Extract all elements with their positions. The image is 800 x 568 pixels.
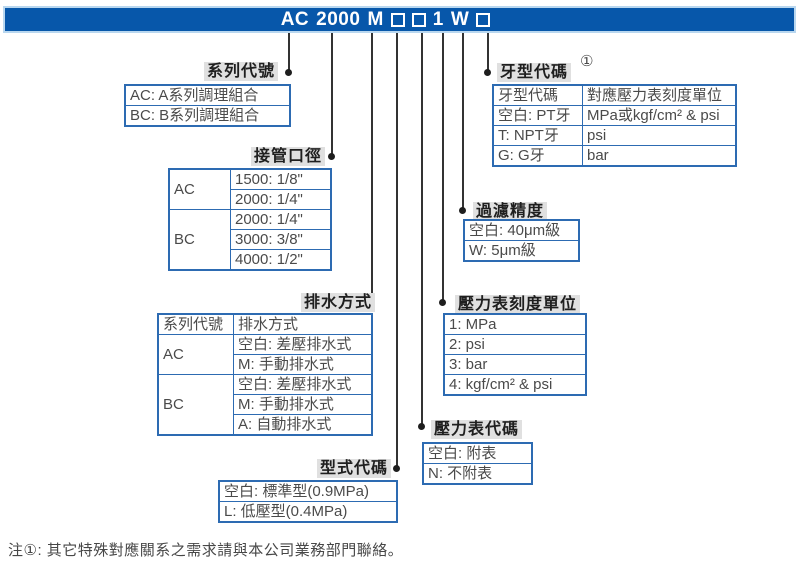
connector-dot xyxy=(328,153,335,160)
type-code-table: 空白: 標準型(0.9MPa) L: 低壓型(0.4MPa) xyxy=(218,480,398,523)
drain-type-table: 系列代號 排水方式 AC 空白: 差壓排水式 M: 手動排水式 BC 空白: 差… xyxy=(157,313,373,436)
gauge-code-table: 空白: 附表 N: 不附表 xyxy=(422,442,533,485)
section-label-port-size: 接管口徑 xyxy=(251,147,326,166)
connector-dot xyxy=(285,69,292,76)
model-segment-size: 2000 xyxy=(316,8,361,30)
table-cell: psi xyxy=(582,125,736,146)
connector-line xyxy=(442,33,444,301)
connector-line xyxy=(396,33,398,467)
table-cell: 1500: 1/8" xyxy=(230,169,331,190)
table-cell: BC xyxy=(169,209,231,270)
table-cell: 空白: 40μm級 xyxy=(464,220,579,241)
placeholder-box xyxy=(476,12,491,27)
table-cell: M: 手動排水式 xyxy=(233,394,372,415)
table-cell: bar xyxy=(582,145,736,166)
table-cell: 空白: 附表 xyxy=(423,443,532,464)
section-label-series-code: 系列代號 xyxy=(204,62,279,81)
connector-line xyxy=(288,33,290,71)
model-segment-unit: 1 xyxy=(432,8,444,30)
table-header-cell: 系列代號 xyxy=(158,314,234,335)
table-cell: 空白: PT牙 xyxy=(493,105,583,126)
table-cell: N: 不附表 xyxy=(423,463,532,484)
table-cell: T: NPT牙 xyxy=(493,125,583,146)
connector-dot xyxy=(484,69,491,76)
footnote-ref-marker: ① xyxy=(580,53,594,70)
section-label-drain-type: 排水方式 xyxy=(301,293,376,312)
section-label-type-code: 型式代碼 xyxy=(317,459,392,478)
placeholder-box xyxy=(411,12,426,27)
table-cell: M: 手動排水式 xyxy=(233,354,372,375)
placeholder-box xyxy=(390,12,405,27)
filtration-table: 空白: 40μm級 W: 5μm級 xyxy=(463,219,580,262)
table-header-cell: 對應壓力表刻度單位 xyxy=(582,85,736,106)
table-cell: 空白: 差壓排水式 xyxy=(233,374,372,395)
table-cell: AC: A系列調理組合 xyxy=(125,85,290,106)
table-cell: 空白: 差壓排水式 xyxy=(233,334,372,355)
connector-dot xyxy=(459,207,466,214)
model-segment-filtration: W xyxy=(450,8,470,30)
table-cell: AC xyxy=(169,169,231,210)
table-header-cell: 排水方式 xyxy=(233,314,372,335)
model-code-title: AC 2000 M 1 W xyxy=(5,8,794,31)
section-label-gauge-code: 壓力表代碼 xyxy=(431,420,523,439)
model-code-header: AC 2000 M 1 W xyxy=(3,6,796,33)
table-cell: 1: MPa xyxy=(444,314,586,335)
port-size-table: AC 1500: 1/8" 2000: 1/4" BC 2000: 1/4" 3… xyxy=(168,168,332,271)
section-label-thread-code: 牙型代碼 xyxy=(497,63,572,82)
table-cell: 4000: 1/2" xyxy=(230,249,331,270)
table-cell: L: 低壓型(0.4MPa) xyxy=(219,501,397,522)
table-cell: BC xyxy=(158,374,234,435)
table-cell: W: 5μm級 xyxy=(464,240,579,261)
thread-code-table: 牙型代碼 對應壓力表刻度單位 空白: PT牙 MPa或kgf/cm² & psi… xyxy=(492,84,737,167)
section-label-gauge-unit: 壓力表刻度單位 xyxy=(455,295,581,314)
table-cell: 3: bar xyxy=(444,354,586,375)
table-header-cell: 牙型代碼 xyxy=(493,85,583,106)
gauge-unit-table: 1: MPa 2: psi 3: bar 4: kgf/cm² & psi xyxy=(443,313,587,396)
table-cell: 4: kgf/cm² & psi xyxy=(444,374,586,395)
table-cell: 空白: 標準型(0.9MPa) xyxy=(219,481,397,502)
table-cell: A: 自動排水式 xyxy=(233,414,372,435)
connector-dot xyxy=(393,465,400,472)
series-code-table: AC: A系列調理組合 BC: B系列調理組合 xyxy=(124,84,291,127)
footnote-text: 注①: 其它特殊對應關系之需求請與本公司業務部門聯絡。 xyxy=(8,542,404,559)
connector-line xyxy=(371,33,373,301)
table-cell: 3000: 3/8" xyxy=(230,229,331,250)
table-cell: 2000: 1/4" xyxy=(230,209,331,230)
table-cell: 2000: 1/4" xyxy=(230,189,331,210)
connector-line xyxy=(487,33,489,71)
table-cell: G: G牙 xyxy=(493,145,583,166)
connector-line xyxy=(421,33,423,425)
connector-dot xyxy=(418,423,425,430)
table-cell: 2: psi xyxy=(444,334,586,355)
connector-line xyxy=(331,33,333,155)
table-cell: MPa或kgf/cm² & psi xyxy=(582,105,736,126)
table-cell: AC xyxy=(158,334,234,375)
section-label-filtration: 過濾精度 xyxy=(473,202,548,221)
connector-dot xyxy=(439,299,446,306)
model-segment-drain: M xyxy=(367,8,384,30)
connector-line xyxy=(462,33,464,209)
table-cell: BC: B系列調理組合 xyxy=(125,105,290,126)
model-segment-series: AC xyxy=(280,8,310,30)
